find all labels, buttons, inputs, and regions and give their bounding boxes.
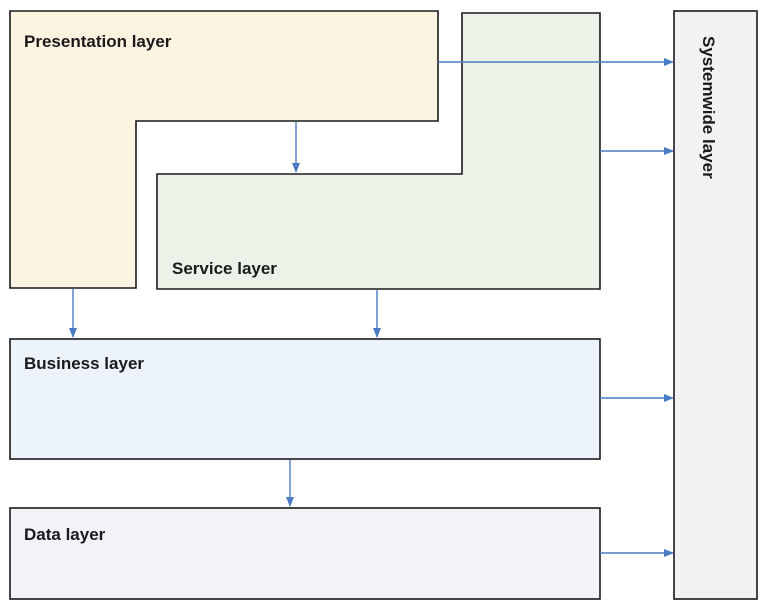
data-layer-label: Data layer [24, 525, 106, 544]
business-layer-label: Business layer [24, 354, 144, 373]
presentation-layer-label: Presentation layer [24, 32, 172, 51]
presentation-layer-shape [9, 10, 439, 289]
data-layer-shape [9, 507, 601, 600]
data-layer: Data layer [9, 507, 601, 600]
business-layer: Business layer [9, 338, 601, 460]
service-layer: Service layer [156, 12, 601, 290]
systemwide-layer: Systemwide layer [673, 10, 758, 600]
service-layer-shape [156, 12, 601, 290]
systemwide-layer-label: Systemwide layer [699, 36, 718, 179]
business-layer-shape [9, 338, 601, 460]
systemwide-layer-shape [673, 10, 758, 600]
presentation-layer: Presentation layer [9, 10, 439, 289]
service-layer-label: Service layer [172, 259, 277, 278]
